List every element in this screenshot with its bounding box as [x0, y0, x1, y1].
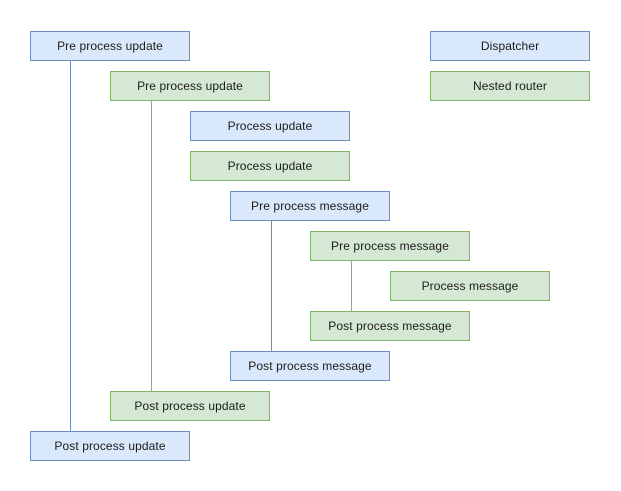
process-node[interactable]: Post process message [230, 351, 390, 381]
process-node[interactable]: Pre process message [310, 231, 470, 261]
process-node[interactable]: Post process update [30, 431, 190, 461]
process-node[interactable]: Process update [190, 111, 350, 141]
connector-line [271, 221, 272, 351]
process-node[interactable]: Pre process message [230, 191, 390, 221]
process-node[interactable]: Process update [190, 151, 350, 181]
process-node[interactable]: Pre process update [30, 31, 190, 61]
process-node[interactable]: Post process message [310, 311, 470, 341]
process-node[interactable]: Pre process update [110, 71, 270, 101]
connector-line [70, 61, 71, 431]
connector-line [351, 261, 352, 311]
connector-line [151, 101, 152, 391]
legend-item-dispatcher: Dispatcher [430, 31, 590, 61]
process-node[interactable]: Process message [390, 271, 550, 301]
legend-item-nested: Nested router [430, 71, 590, 101]
process-node[interactable]: Post process update [110, 391, 270, 421]
